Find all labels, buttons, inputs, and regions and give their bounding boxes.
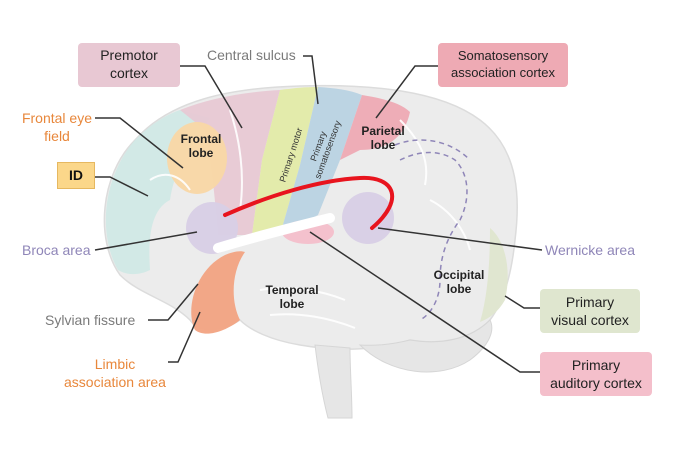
frontal-lobe-label: Frontal lobe [170,132,232,160]
frontal-eye-label-line1: Frontal eye [21,110,93,126]
occipital-lobe-label-line1: Occipital [433,268,485,282]
limbic-label-line2: association area [64,374,166,390]
somatosensory-callout-line2: association cortex [450,65,556,80]
sulci [149,109,471,329]
primary-visual-cortex-callout: Primary visual cortex [540,289,640,333]
cerebellum [358,319,493,373]
premotor-callout-line2: cortex [109,65,149,81]
temporal-lobe-label: Temporal lobe [257,283,327,311]
primary-visual-line2: visual cortex [551,312,629,328]
temporal-lobe-label-line1: Temporal [265,283,319,297]
somatosensory-callout-line1: Somatosensory [457,48,549,63]
broca-area-label: Broca area [22,242,91,258]
occipital-lobe-label: Occipital lobe [426,268,492,296]
frontal-eye-field-label: Frontal eye field [18,109,96,145]
parietal-lobe-label: Parietal lobe [352,124,414,152]
primary-visual-region [480,228,508,322]
premotor-callout-line1: Premotor [100,47,158,63]
limbic-association-region [191,251,245,334]
wernicke-area-label: Wernicke area [545,242,636,258]
parietal-lobe-label-line2: lobe [370,138,396,152]
premotor-cortex-callout: Premotor cortex [78,43,180,87]
arcuate-fasciculus [223,175,395,230]
central-sulcus-label: Central sulcus [207,47,296,63]
primary-auditory-line1: Primary [571,357,621,373]
id-callout: ID [57,162,95,189]
limbic-label-line1: Limbic [94,356,136,372]
primary-somatosensory-region [280,87,362,235]
primary-auditory-line2: auditory cortex [550,375,642,391]
primary-auditory-cortex-callout: Primary auditory cortex [540,352,652,396]
frontal-lobe-label-line1: Frontal [180,132,222,146]
parietal-lobe-label-line1: Parietal [361,124,405,138]
frontal-eye-field-region [167,122,227,194]
occipital-lobe-label-line2: lobe [446,282,472,296]
brainstem [314,344,353,419]
leader-lines [94,55,543,373]
temporal-lobe-label-line2: lobe [279,297,305,311]
somatosensory-association-callout: Somatosensory association cortex [438,43,568,87]
occipital-dashed-boundary-2 [394,139,471,161]
frontal-eye-label-line2: field [44,128,70,144]
sylvian-fissure-label: Sylvian fissure [45,312,136,328]
somatosensory-association-region [340,95,410,160]
frontal-lobe-label-line2: lobe [188,146,214,160]
primary-visual-line1: Primary [565,294,615,310]
occipital-dashed-boundary [399,151,468,321]
sylvian-fissure-line [213,213,335,253]
limbic-association-label: Limbic association area [60,355,170,391]
wernicke-region [342,192,394,244]
